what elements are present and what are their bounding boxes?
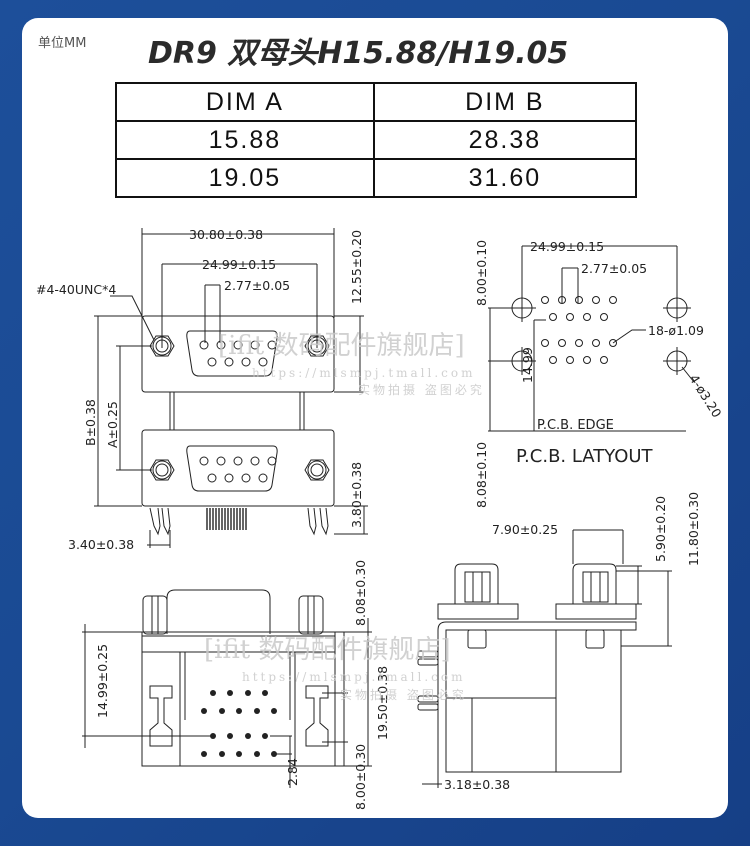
table-cell: 19.05 <box>115 158 375 198</box>
table-header-row: DIM A DIM B <box>115 82 638 122</box>
dim-text: 24.99±0.15 <box>202 257 276 272</box>
dim-text: 19.50±0.38 <box>375 666 390 740</box>
watermark-text: https://mlsmpj.tmall.com <box>252 366 475 380</box>
dim-text: 4-ø3.20 <box>686 372 724 421</box>
dim-text: #4-40UNC*4 <box>36 282 116 297</box>
table-cell: 31.60 <box>372 158 638 198</box>
dim-text: 3.80±0.38 <box>349 462 364 528</box>
dim-text: 14.99±0.25 <box>95 644 110 718</box>
pcb-edge-label: P.C.B. EDGE <box>537 418 614 433</box>
table-cell: 15.88 <box>115 120 375 160</box>
table-cell: 28.38 <box>372 120 638 160</box>
dim-text: 18-ø1.09 <box>648 323 704 338</box>
dim-text: 2.77±0.05 <box>224 278 290 293</box>
table-row: 15.88 28.38 <box>115 120 638 160</box>
pcb-caption: P.C.B. LATYOUT <box>516 446 654 467</box>
dim-text: 5.90±0.20 <box>653 496 668 562</box>
dim-text: 8.00±0.30 <box>353 744 368 810</box>
dim-text: 30.80±0.38 <box>189 227 263 242</box>
dim-text: A±0.25 <box>105 401 120 448</box>
dim-text: B±0.38 <box>83 399 98 446</box>
dim-text: 7.90±0.25 <box>492 522 558 537</box>
page-title: DR9 双母头H15.88/H19.05 <box>148 36 569 71</box>
bottom-view <box>82 589 372 788</box>
technical-drawing: 30.80±0.38 24.99±0.15 2.77±0.05 #4-40UNC… <box>36 227 725 810</box>
watermark-text: 实物拍摄 盗图必究 <box>358 382 485 397</box>
dim-text: 2.77±0.05 <box>581 261 647 276</box>
dim-text: 11.80±0.30 <box>686 492 701 566</box>
dim-text: 8.00±0.10 <box>474 240 489 306</box>
side-view <box>417 529 672 788</box>
watermark-text: [ifit 数码配件旗舰店] <box>218 331 465 361</box>
watermark-text: https://mlsmpj.tmall.com <box>242 670 465 684</box>
dim-text: 3.18±0.38 <box>444 777 510 792</box>
unit-label: 单位MM <box>38 36 87 51</box>
table-row: 19.05 31.60 <box>115 158 638 198</box>
dim-text: 12.55±0.20 <box>349 230 364 304</box>
watermark-text: 实物拍摄 盗图必究 <box>340 687 467 702</box>
pcb-layout-view <box>488 245 695 432</box>
dim-text: 8.08±0.30 <box>353 560 368 626</box>
watermark-text: [ifit 数码配件旗舰店] <box>204 635 451 665</box>
dim-text: 14.99 <box>520 347 535 383</box>
dim-text: 3.40±0.38 <box>68 537 134 552</box>
dim-text: 8.08±0.10 <box>474 442 489 508</box>
spec-card: 单位MM DR9 双母头H15.88/H19.05 DIM A DIM B 15… <box>22 18 728 818</box>
dimension-table: DIM A DIM B 15.88 28.38 19.05 31.60 <box>115 82 638 198</box>
dim-text: 24.99±0.15 <box>530 239 604 254</box>
dim-text: 2.84 <box>285 758 300 786</box>
column-header: DIM B <box>372 82 638 122</box>
front-view <box>94 228 368 548</box>
column-header: DIM A <box>115 82 375 122</box>
